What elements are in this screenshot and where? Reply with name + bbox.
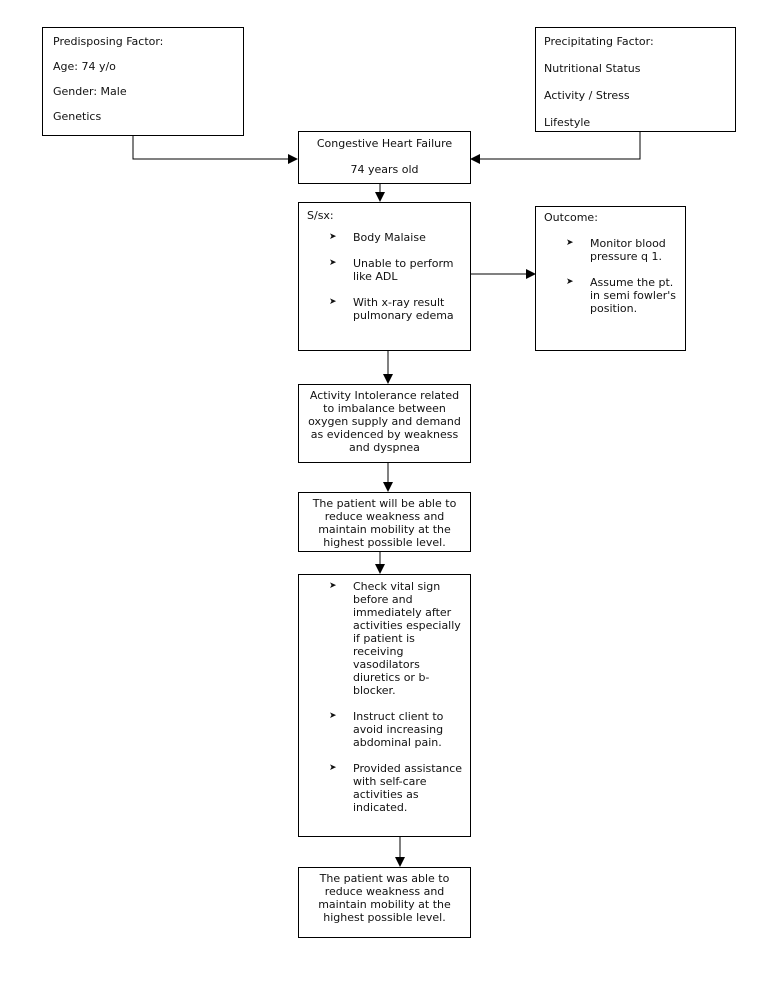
precipitating-item: Lifestyle (544, 116, 591, 129)
evaluation-text: The patient was able to reduce weakness … (318, 872, 451, 924)
diagnosis-box: Congestive Heart Failure 74 years old (298, 131, 471, 184)
arrowhead-bullet-icon: ➤ (329, 232, 337, 242)
arrowhead-bullet-icon: ➤ (329, 581, 337, 591)
arrowhead-bullet-icon: ➤ (566, 238, 574, 248)
precipitating-title: Precipitating Factor: (544, 35, 654, 48)
nursing-diagnosis-text: Activity Intolerance related to imbalanc… (308, 389, 461, 454)
sign-item: ➤Body Malaise (329, 231, 426, 244)
precipitating-item: Activity / Stress (544, 89, 630, 102)
interventions-box: ➤Check vital sign before and immediately… (298, 574, 471, 837)
intervention-item: ➤Provided assistance with self-care acti… (329, 762, 463, 814)
predisposing-item: Gender: Male (53, 85, 127, 98)
evaluation-box: The patient was able to reduce weakness … (298, 867, 471, 938)
goal-box: The patient will be able to reduce weakn… (298, 492, 471, 552)
predisposing-title: Predisposing Factor: (53, 35, 164, 48)
arrow-predisposing-to-chf (132, 135, 298, 164)
predisposing-item: Genetics (53, 110, 102, 123)
outcome-item: ➤Assume the pt. in semi fowler's positio… (566, 276, 676, 315)
arrowhead-bullet-icon: ➤ (329, 297, 337, 307)
precipitating-item: Nutritional Status (544, 62, 641, 75)
outcome-box: Outcome: ➤Monitor blood pressure q 1. ➤A… (535, 206, 686, 351)
intervention-item: ➤Check vital sign before and immediately… (329, 580, 461, 697)
arrow-precipitating-to-chf (470, 131, 641, 164)
arrowhead-bullet-icon: ➤ (566, 277, 574, 287)
precipitating-factor-box: Precipitating Factor: Nutritional Status… (535, 27, 736, 132)
arrowhead-bullet-icon: ➤ (329, 258, 337, 268)
arrowhead-bullet-icon: ➤ (329, 711, 337, 721)
predisposing-factor-box: Predisposing Factor: Age: 74 y/o Gender:… (42, 27, 244, 136)
nursing-diagnosis-box: Activity Intolerance related to imbalanc… (298, 384, 471, 463)
sign-item: ➤With x-ray result pulmonary edema (329, 296, 454, 322)
diagnosis-age: 74 years old (350, 163, 419, 176)
diagnosis-title: Congestive Heart Failure (316, 137, 453, 150)
signs-symptoms-box: S/sx: ➤Body Malaise ➤Unable to perform l… (298, 202, 471, 351)
goal-text: The patient will be able to reduce weakn… (312, 497, 457, 549)
intervention-item: ➤Instruct client to avoid increasing abd… (329, 710, 444, 749)
outcome-item: ➤Monitor blood pressure q 1. (566, 237, 666, 263)
arrowhead-bullet-icon: ➤ (329, 763, 337, 773)
predisposing-item: Age: 74 y/o (53, 60, 116, 73)
outcome-title: Outcome: (544, 211, 598, 224)
sign-item: ➤Unable to perform like ADL (329, 257, 454, 283)
signs-title: S/sx: (307, 209, 334, 222)
